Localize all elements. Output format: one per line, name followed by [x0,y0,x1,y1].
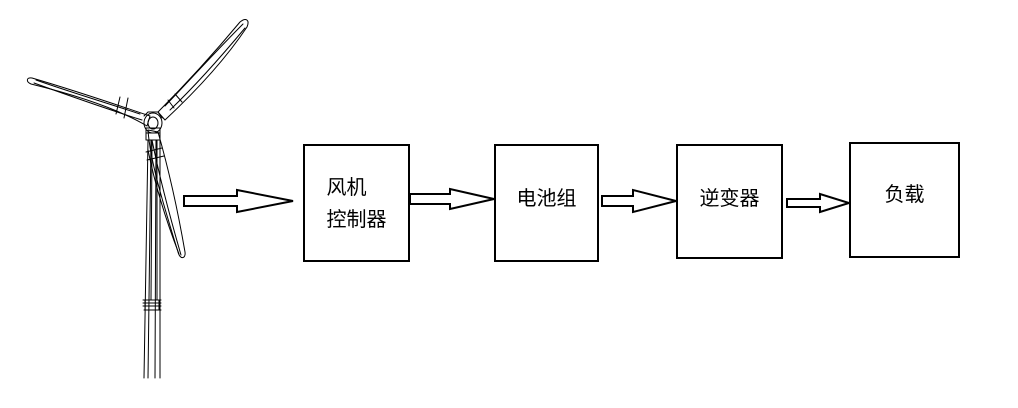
arrow-controller-to-battery [409,187,495,211]
turbine-blade-left [26,77,151,127]
turbine-blade-lower [145,129,186,259]
block-battery-label: 电池组 [516,186,577,210]
block-controller-label: 风机 控制器 [326,175,387,231]
turbine-tower [142,139,162,379]
arrow-battery-to-inverter [601,188,677,214]
arrow-turbine-to-controller [183,188,294,214]
block-battery: 电池组 [494,144,599,262]
wind-turbine-icon [26,19,249,379]
turbine-blade-upper [157,19,249,121]
block-load: 负载 [849,142,960,258]
block-inverter-label: 逆变器 [699,185,760,210]
block-inverter: 逆变器 [676,144,783,259]
turbine-hub [143,111,163,141]
arrow-inverter-to-load [786,192,853,214]
block-controller: 风机 控制器 [303,144,410,262]
block-load-label: 负载 [884,182,925,206]
